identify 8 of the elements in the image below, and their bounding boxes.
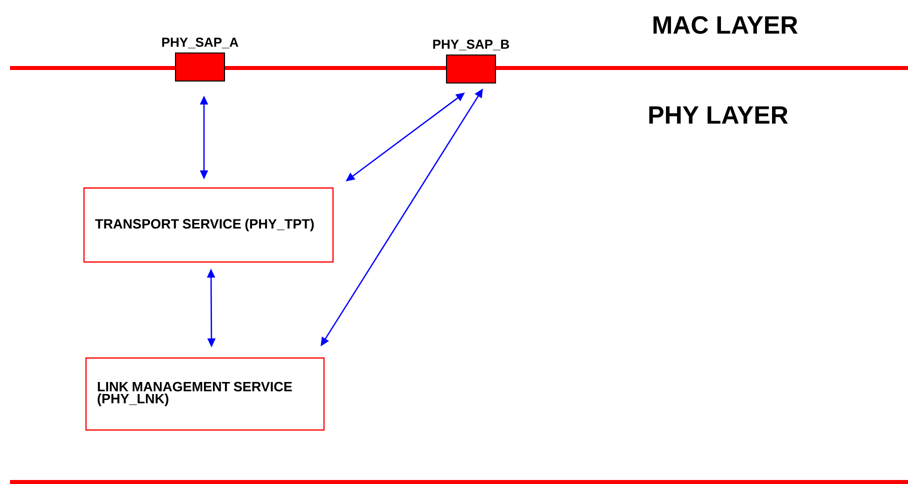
node-label: PHY_SAP_A — [162, 38, 238, 48]
access-point-box: PHY_SAP_A — [162, 38, 238, 82]
service-box: TRANSPORT SERVICE (PHY_TPT) — [83, 187, 334, 263]
layer-label: MAC LAYER — [654, 16, 798, 34]
layer-label: PHY LAYER — [649, 106, 788, 124]
node-label: PHY_SAP_B — [433, 40, 510, 50]
access-point-box: PHY_SAP_B — [433, 40, 510, 84]
service-box: LINK MANAGEMENT SERVICE (PHY_LNK) — [85, 357, 325, 431]
